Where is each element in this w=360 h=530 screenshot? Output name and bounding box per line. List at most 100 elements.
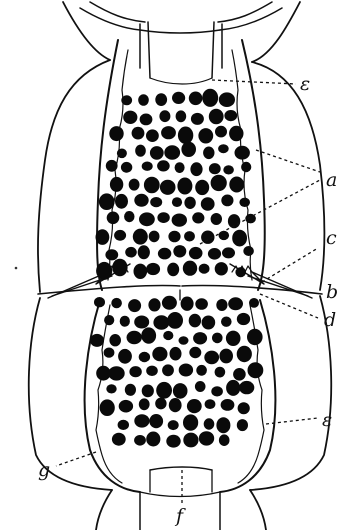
- cell-dot: [189, 92, 203, 106]
- cell-dot: [112, 259, 127, 277]
- cell-dot: [162, 364, 174, 376]
- cell-dot: [221, 399, 235, 411]
- cell-dot: [159, 110, 170, 122]
- cell-dot: [114, 230, 126, 241]
- cell-dot: [99, 193, 115, 210]
- cell-dot: [192, 212, 204, 223]
- cell-dot: [96, 262, 112, 280]
- cell-dot: [124, 211, 134, 222]
- cell-dot: [221, 195, 233, 207]
- cell-dot: [239, 198, 250, 207]
- cell-dot: [172, 92, 185, 104]
- cell-dot: [141, 327, 156, 343]
- cell-dot: [189, 347, 201, 358]
- cell-dot: [172, 197, 182, 207]
- cell-dot: [106, 384, 116, 393]
- cell-dot: [149, 231, 160, 243]
- cell-dot: [178, 127, 193, 145]
- leader-c: [262, 248, 318, 282]
- cell-dot: [187, 399, 202, 413]
- cell-dot: [121, 95, 132, 105]
- cell-dot: [195, 180, 209, 195]
- cell-dot: [160, 180, 176, 195]
- cell-dot: [216, 417, 230, 433]
- cell-dot: [110, 177, 123, 192]
- cell-dot: [190, 162, 202, 176]
- cell-dot: [228, 297, 243, 310]
- cell-dot: [208, 248, 221, 260]
- cell-dot: [196, 365, 207, 376]
- cell-dot: [241, 162, 251, 172]
- cell-dot: [100, 399, 115, 416]
- cell-dot: [219, 231, 230, 240]
- cell-dot: [249, 298, 259, 308]
- label-f: f: [174, 505, 186, 527]
- cell-dot: [162, 296, 177, 310]
- cell-dot: [204, 418, 215, 429]
- cell-dot: [177, 178, 192, 195]
- cell-dot: [90, 334, 104, 347]
- cell-dot: [235, 267, 246, 277]
- cell-dot: [189, 314, 201, 328]
- cell-dot: [191, 113, 204, 125]
- cell-dot: [184, 231, 195, 241]
- cell-dot: [211, 175, 227, 191]
- label-e-top: ε: [300, 73, 310, 95]
- cell-dot: [134, 316, 149, 329]
- cell-dot: [104, 315, 114, 325]
- cell-dot: [173, 245, 186, 257]
- cell-dot: [219, 349, 233, 364]
- cell-dot: [106, 160, 118, 172]
- cell-dot: [121, 162, 132, 173]
- cell-dot: [248, 362, 264, 378]
- label-a: a: [326, 169, 337, 191]
- cell-dot: [183, 433, 198, 448]
- cell-dot: [129, 179, 140, 191]
- leader-a-1: [256, 150, 320, 172]
- cell-dot: [96, 229, 110, 245]
- cell-dot: [181, 142, 196, 157]
- cell-dot: [243, 246, 254, 256]
- cell-dot: [134, 414, 149, 427]
- cell-dot: [170, 347, 182, 361]
- cell-dot: [209, 163, 221, 174]
- cell-dot: [226, 331, 241, 346]
- cell-dot: [219, 92, 235, 107]
- cell-dot: [132, 127, 145, 140]
- label-c: c: [326, 227, 337, 249]
- cell-dot: [222, 247, 235, 258]
- cell-dot: [150, 197, 162, 207]
- outer-body-wall: [29, 2, 331, 530]
- cell-dot: [118, 349, 132, 364]
- cell-dot: [149, 414, 163, 428]
- cell-dot: [224, 110, 237, 121]
- cell-dot: [120, 316, 130, 327]
- cell-dot: [157, 160, 170, 171]
- cell-dot: [238, 402, 250, 414]
- cell-dot: [167, 263, 179, 277]
- cell-dot: [161, 126, 176, 139]
- cell-dot: [219, 434, 230, 446]
- cell-dot: [156, 382, 172, 399]
- cell-dot: [232, 230, 247, 247]
- cell-dot: [125, 247, 137, 258]
- cell-dot: [237, 419, 248, 431]
- cell-dot: [199, 431, 214, 445]
- cell-dot: [202, 316, 216, 330]
- cell-dot: [247, 329, 263, 345]
- cell-dot: [198, 128, 213, 143]
- cell-dot: [153, 315, 169, 330]
- cell-dot: [173, 383, 188, 399]
- cell-dot: [139, 212, 155, 226]
- cell-dot: [142, 162, 153, 171]
- cell-dot: [215, 126, 227, 138]
- cell-dot: [134, 194, 148, 207]
- cell-dot: [111, 298, 122, 308]
- cell-dot: [211, 213, 222, 225]
- cell-dot: [155, 398, 166, 410]
- cell-dot: [181, 297, 194, 311]
- cell-dot: [201, 197, 215, 210]
- cell-dot: [133, 229, 148, 245]
